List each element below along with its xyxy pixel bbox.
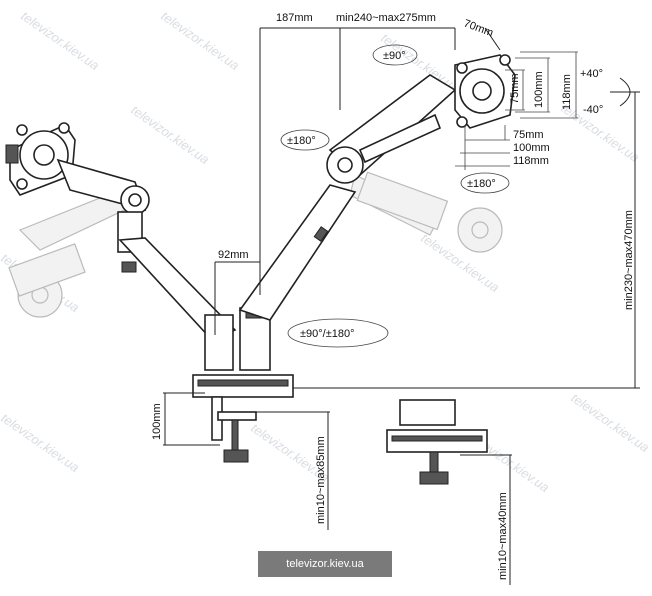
- right-vesa-plate: [454, 54, 516, 129]
- right-gas-spring-arm: [238, 184, 357, 321]
- dim-vesa-100-v: 100mm: [533, 71, 545, 108]
- source-caption: televizor.kiev.ua: [258, 551, 392, 577]
- rotation-indicators: [280, 44, 510, 348]
- watermark-text: televizor.kiev.ua: [18, 8, 102, 73]
- dim-tilt-up: +40°: [580, 68, 603, 80]
- dim-rotate-elbow: ±180°: [287, 135, 316, 147]
- dim-rotate-base: ±90°/±180°: [300, 328, 355, 340]
- dim-plate-118-v: 118mm: [561, 74, 573, 110]
- dimension-lines: [163, 27, 640, 585]
- left-forearm: [56, 158, 150, 253]
- dim-vesa-100-h: 100mm: [513, 142, 550, 154]
- watermark-text: televizor.kiev.ua: [0, 410, 82, 475]
- dim-base-height: 100mm: [151, 403, 163, 440]
- dim-vesa-75-h: 75mm: [513, 129, 544, 141]
- ghost-right-position: [349, 171, 503, 253]
- grommet-mount: [386, 399, 488, 485]
- dim-offset-92: 92mm: [218, 249, 249, 261]
- dim-rotate-head: ±180°: [467, 178, 496, 190]
- dim-plate-118-h: 118mm: [513, 155, 549, 167]
- watermark-layer: televizor.kiev.ua televizor.kiev.ua tele…: [0, 8, 652, 495]
- right-upper-arm: [326, 74, 457, 184]
- desk-clamp: [192, 374, 294, 463]
- dim-grommet-range: min10~max40mm: [497, 492, 509, 580]
- dim-rotate-top: ±90°: [383, 50, 406, 62]
- dim-top-left: 187mm: [276, 12, 313, 24]
- watermark-text: televizor.kiev.ua: [128, 102, 212, 167]
- dim-top-right: 70mm: [462, 18, 495, 40]
- dim-clamp-range: min10~max85mm: [315, 436, 327, 524]
- dim-top-span: min240~max275mm: [336, 12, 436, 24]
- watermark-text: televizor.kiev.ua: [158, 8, 242, 73]
- dim-vesa-75-v: 75mm: [509, 73, 521, 104]
- left-vesa-plate: [5, 122, 76, 196]
- ghost-left-position: [8, 189, 137, 318]
- watermark-text: televizor.kiev.ua: [568, 390, 652, 455]
- dimension-labels: 187mm min240~max275mm 70mm ±90° ±180° ±1…: [151, 12, 635, 580]
- dim-tilt-down: -40°: [583, 104, 603, 116]
- dim-height-range: min230~max470mm: [623, 210, 635, 310]
